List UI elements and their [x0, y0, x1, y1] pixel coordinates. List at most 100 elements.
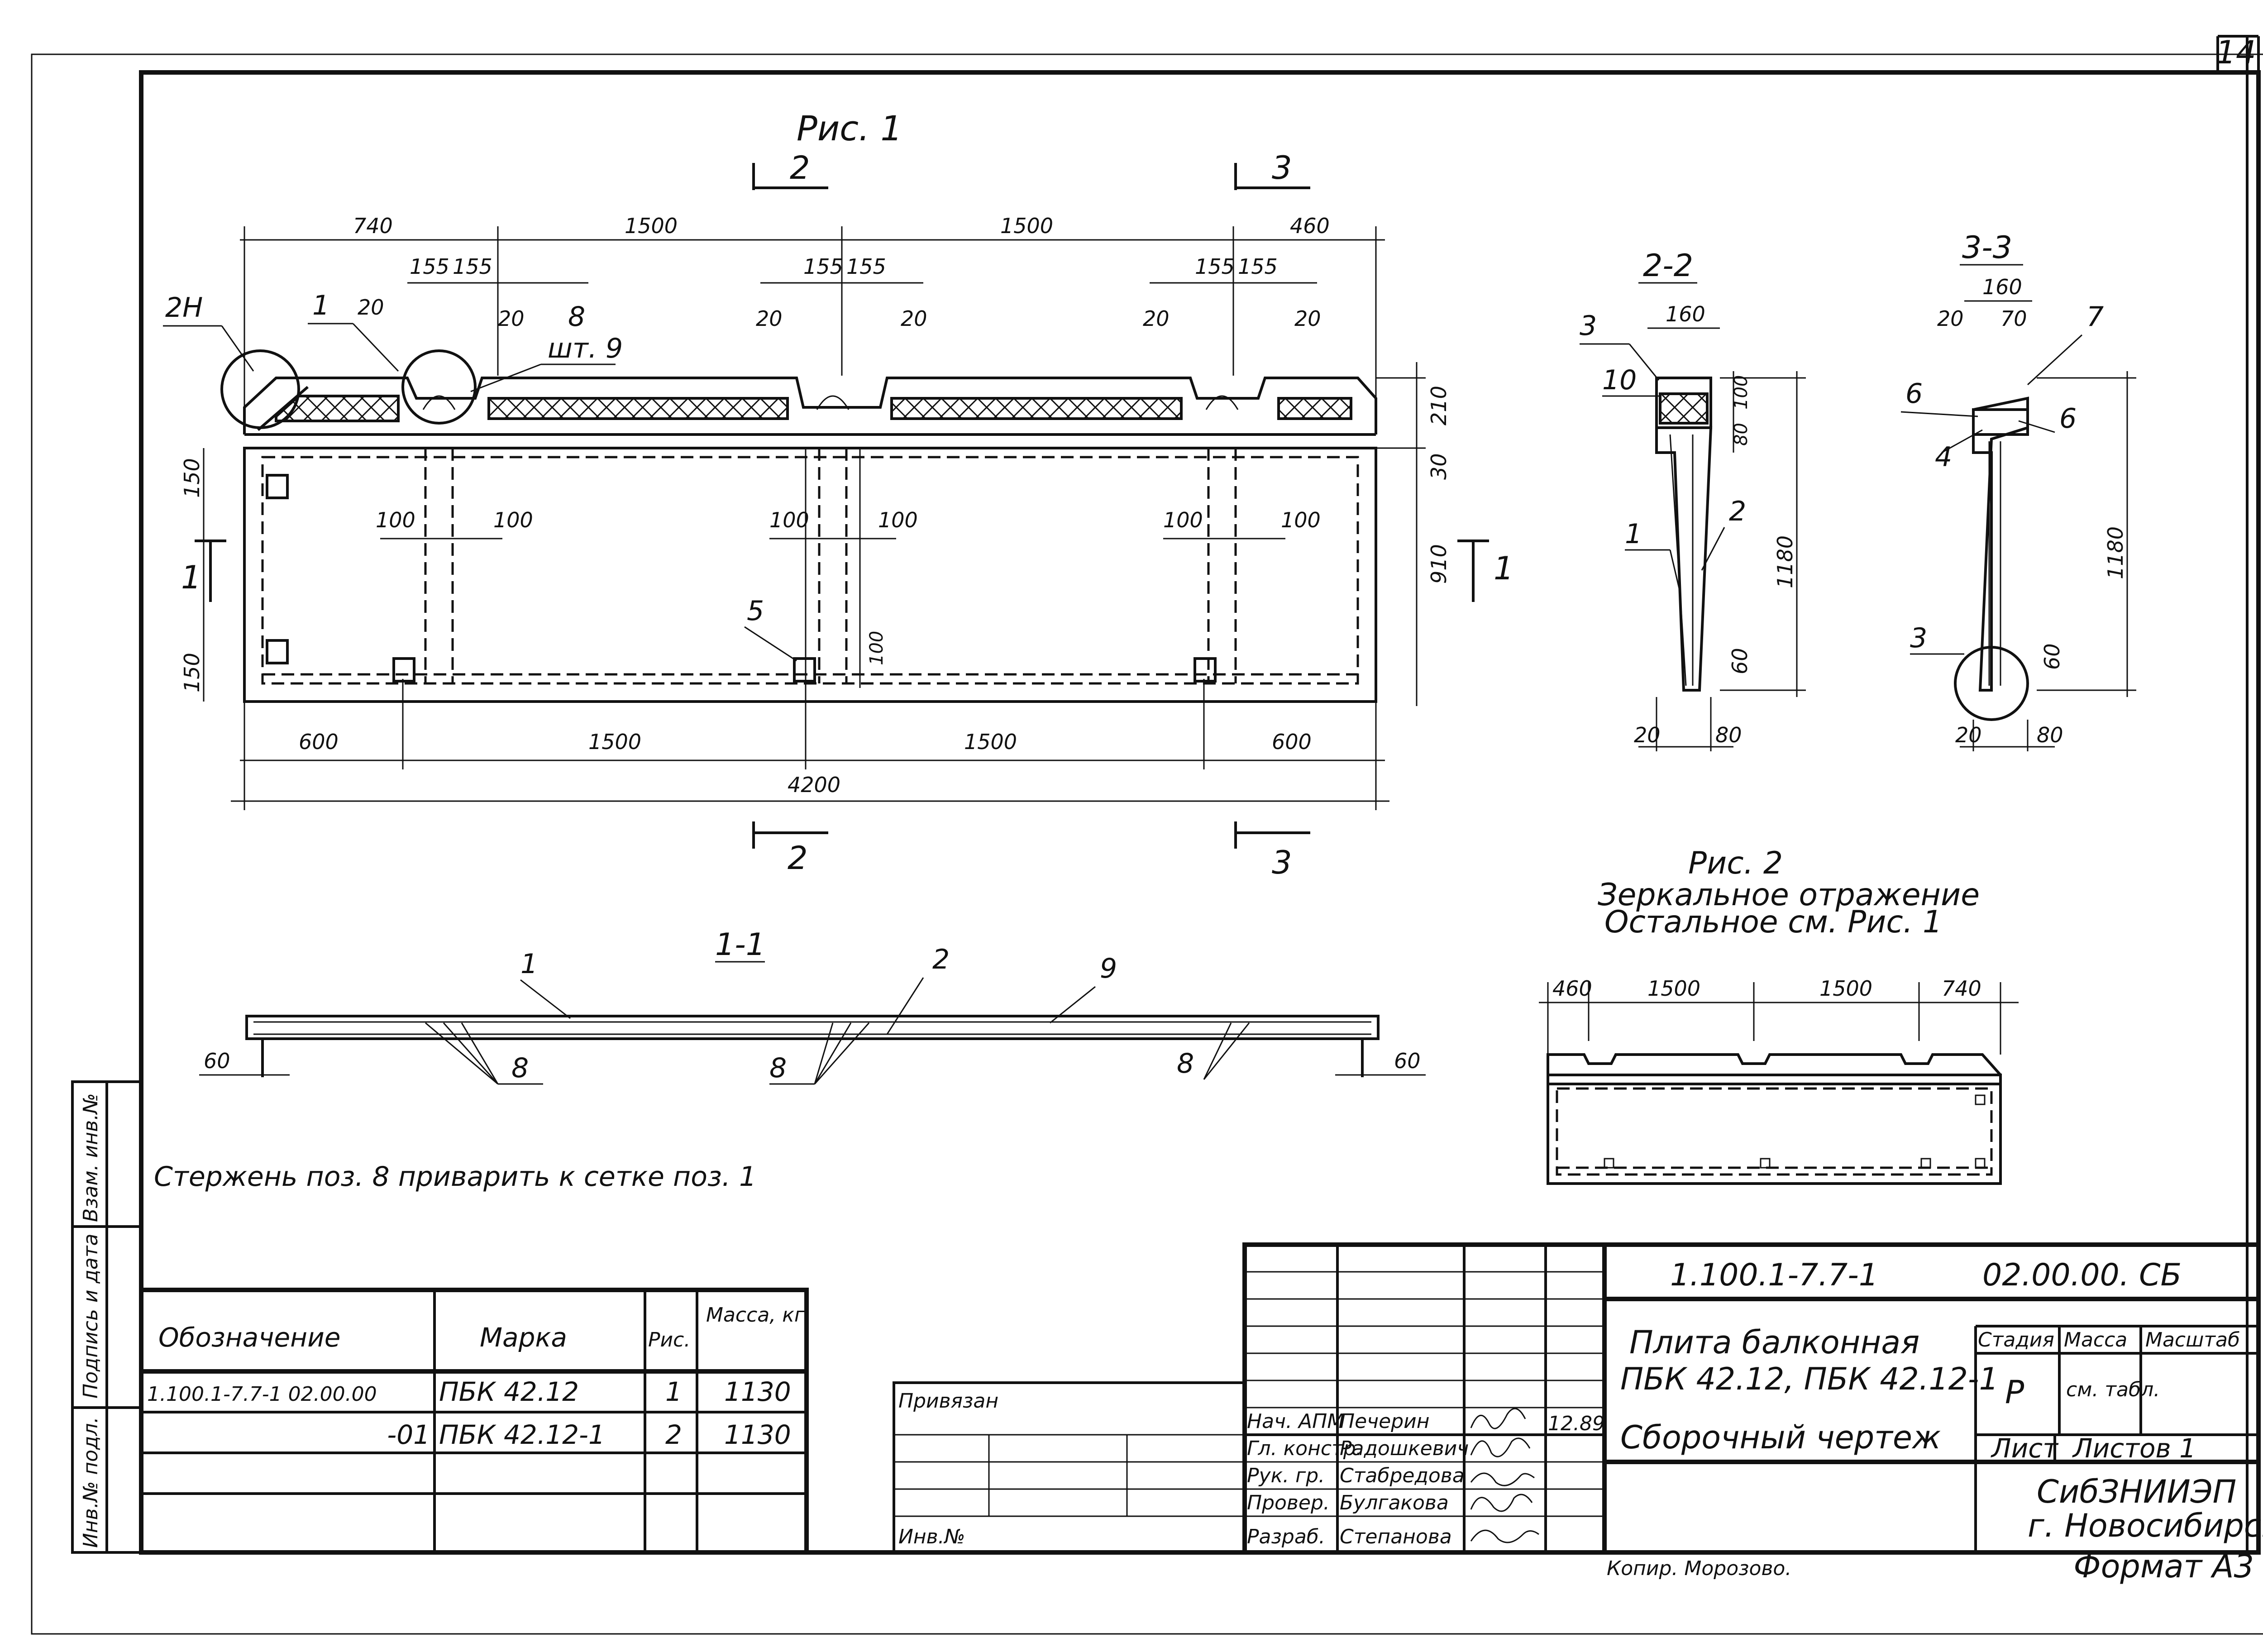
role-ruk-gr: Рук. гр. [1247, 1464, 1325, 1487]
section-mark-2-top: 2 [790, 149, 810, 186]
spec-row1-mass: 1130 [724, 1376, 791, 1407]
sect11-title: 1-1 [715, 927, 765, 963]
sect33-dim-80: 80 [2037, 723, 2063, 747]
name-radoshkevich: Радошкевич [1340, 1437, 1469, 1460]
title-block: Нач. АПМ Печерин Гл. констр. Радошкевич … [1242, 1242, 2263, 1555]
sect33-callout-4: 4 [1935, 441, 1952, 473]
section-1-1: 1-1 1 2 9 8 8 8 60 60 Стержень поз. 8 пр… [154, 927, 1426, 1193]
stamp-podpis: Подпись и дата [79, 1234, 102, 1399]
dim-bottom-600b: 600 [1272, 730, 1312, 754]
dim-top-1500b: 1500 [1000, 214, 1053, 238]
privyazan-label: Привязан [898, 1389, 998, 1413]
callout-2n: 2Н [165, 292, 203, 324]
dim-inner-100-2: 100 [493, 508, 533, 532]
role-nach-apm: Нач. АПМ [1247, 1410, 1344, 1433]
spec-header-designation: Обозначение [158, 1322, 340, 1353]
section-3-3: 3-3 160 20 70 7 6 6 4 3 1180 60 20 80 [1900, 230, 2136, 751]
sect22-title: 2-2 [1643, 248, 1693, 284]
tb-name-2: ПБК 42.12, ПБК 42.12-1 [1620, 1361, 1999, 1397]
figure-2: Рис. 2 Зеркальное отражение Остальное см… [1539, 845, 2019, 1185]
privyazan-inv: Инв.№ [898, 1525, 965, 1548]
sect33-dim-70: 70 [2000, 306, 2027, 331]
sect11-callout-8a: 8 [511, 1052, 529, 1084]
sect33-dim-60: 60 [2040, 643, 2064, 670]
dim-bottom-600a: 600 [299, 730, 339, 754]
sect11-callout-9: 9 [1100, 953, 1117, 984]
sect22-dim-160: 160 [1666, 302, 1705, 326]
spec-table: Обозначение Марка Рис. Масса, кг 1.100.1… [139, 1288, 809, 1555]
tb-mass-value: см. табл. [2066, 1378, 2160, 1401]
signatures [1470, 1408, 1539, 1543]
dim-rib-155-6: 155 [1238, 254, 1278, 279]
side-stamp: Инв.№ подл. Подпись и дата Взам. инв.№ [71, 1080, 143, 1554]
name-bulgakova: Булгакова [1340, 1491, 1449, 1514]
fig2-title: Рис. 2 [1688, 845, 1783, 881]
dim-20-4: 20 [901, 306, 927, 331]
sect22-dim-80: 80 [1731, 423, 1752, 446]
sect22-dim-80b: 80 [1715, 723, 1742, 747]
sect22-callout-1: 1 [1625, 518, 1642, 550]
sect22-callout-3: 3 [1580, 310, 1597, 342]
dim-rib-155-1: 155 [410, 254, 449, 279]
callout-8: 8 [568, 301, 585, 333]
dim-total-4200: 4200 [788, 773, 840, 797]
tb-code: 1.100.1-7.7-1 [1670, 1257, 1878, 1293]
dim-top-1500a: 1500 [625, 214, 678, 238]
dim-inner-100-1: 100 [376, 508, 415, 532]
sect33-title: 3-3 [1962, 230, 2012, 266]
sect11-callout-8c: 8 [1177, 1048, 1194, 1079]
fig2-subtitle-1: Зеркальное отражение [1598, 877, 1980, 913]
dim-20-1: 20 [358, 295, 384, 320]
dim-left-150-2: 150 [180, 653, 204, 692]
tb-doc-type: Сборочный чертеж [1620, 1419, 1941, 1456]
spec-row1-designation: 1.100.1-7.7-1 02.00.00 [147, 1383, 377, 1406]
sect33-dim-20: 20 [1937, 306, 1964, 331]
sect33-dim-160: 160 [1982, 275, 2022, 299]
sect22-dim-100: 100 [1731, 375, 1752, 410]
sheet-format: Формат А3 [2073, 1548, 2254, 1585]
privyazan-box: Привязан Инв.№ [893, 1381, 1246, 1554]
sect11-dim-60-right: 60 [1394, 1049, 1421, 1073]
sect33-callout-6b: 6 [2059, 403, 2077, 434]
stamp-vzam: Взам. инв.№ [79, 1093, 102, 1222]
tb-sheets-label: Листов 1 [2072, 1433, 2196, 1464]
sect11-callout-1: 1 [520, 948, 538, 980]
copied-by: Копир. Морозово. [1607, 1557, 1791, 1580]
role-razrab: Разраб. [1247, 1525, 1325, 1548]
tb-scale-header: Масштаб [2145, 1328, 2240, 1351]
stamp-inv-podl: Инв.№ подл. [79, 1417, 102, 1548]
approval-date: 12.89 [1548, 1412, 1605, 1435]
role-gl-konstr: Гл. констр. [1247, 1437, 1362, 1460]
section-mark-1-left: 1 [181, 559, 201, 596]
section-2-2: 2-2 160 3 10 1 2 100 80 1180 60 20 80 [1580, 248, 1806, 751]
sect11-callout-2: 2 [932, 944, 950, 975]
dim-rib-155-5: 155 [1195, 254, 1235, 279]
tb-doc: 02.00.00. СБ [1982, 1257, 2182, 1293]
spec-row2-fig: 2 [665, 1419, 682, 1450]
sect11-dim-60-left: 60 [204, 1049, 230, 1073]
name-pecherin: Печерин [1340, 1410, 1430, 1433]
tb-org-1: СибЗНИИЭП [2037, 1473, 2236, 1510]
dim-rib-155-3: 155 [803, 254, 843, 279]
dim-right-210: 210 [1427, 386, 1451, 425]
callout-1: 1 [312, 290, 329, 321]
sect11-callout-8b: 8 [769, 1052, 787, 1084]
spec-row1-fig: 1 [665, 1376, 682, 1407]
sect22-callout-2: 2 [1729, 496, 1746, 527]
dim-right-30: 30 [1427, 453, 1451, 480]
sect22-callout-10: 10 [1602, 364, 1637, 396]
sect33-callout-6a: 6 [1905, 378, 1923, 410]
sect22-dim-60: 60 [1728, 648, 1752, 674]
name-stabredova: Стабредова [1340, 1464, 1465, 1487]
sect33-dim-1180: 1180 [2103, 526, 2128, 579]
spec-header-mass: Масса, кг [706, 1303, 805, 1327]
spec-header-fig: Рис. [648, 1328, 690, 1351]
dim-inner-100-5: 100 [1163, 508, 1203, 532]
dim-20-6: 20 [1294, 306, 1321, 331]
section-mark-3-top: 3 [1272, 149, 1292, 186]
section-mark-2-bottom: 2 [788, 840, 808, 877]
fig2-subtitle-2: Остальное см. Рис. 1 [1604, 904, 1942, 940]
role-prover: Провер. [1247, 1491, 1330, 1514]
spec-row2-mass: 1130 [724, 1419, 791, 1450]
fig2-dim-460: 460 [1552, 976, 1592, 1001]
